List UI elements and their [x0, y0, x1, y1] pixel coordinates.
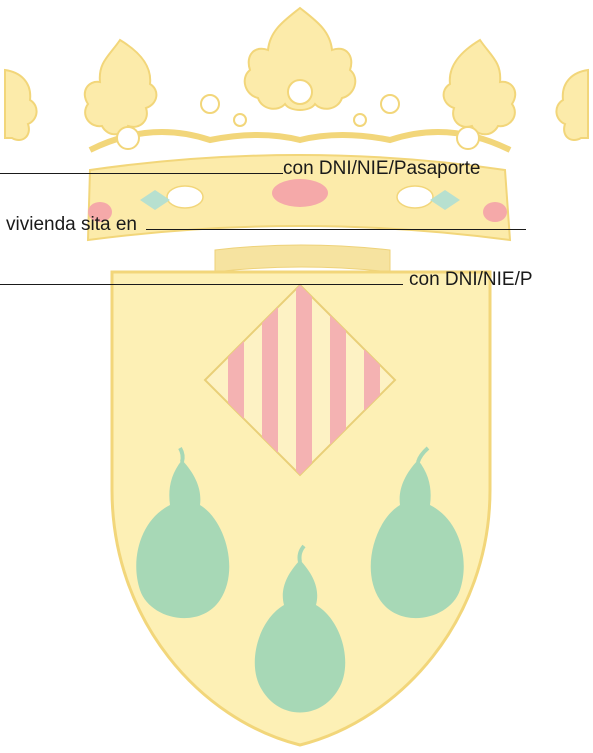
id-document-label: con DNI/NIE/Pasaporte	[283, 158, 481, 179]
pears	[136, 446, 464, 713]
crown-pearls	[116, 79, 480, 150]
id-document-label-2: con DNI/NIE/P	[409, 269, 533, 290]
blank-field-3[interactable]	[0, 265, 403, 285]
blank-field-1[interactable]	[0, 154, 283, 174]
address-label: vivienda sita en	[6, 214, 137, 235]
form-line-1: con DNI/NIE/Pasaporte	[0, 154, 480, 180]
form-line-3: con DNI/NIE/P	[0, 265, 533, 291]
blank-field-address[interactable]	[146, 210, 527, 230]
crown-leaves	[4, 6, 589, 153]
form-line-2: vivienda sita en	[6, 210, 527, 236]
crown-band	[86, 154, 512, 273]
shield	[110, 270, 492, 747]
